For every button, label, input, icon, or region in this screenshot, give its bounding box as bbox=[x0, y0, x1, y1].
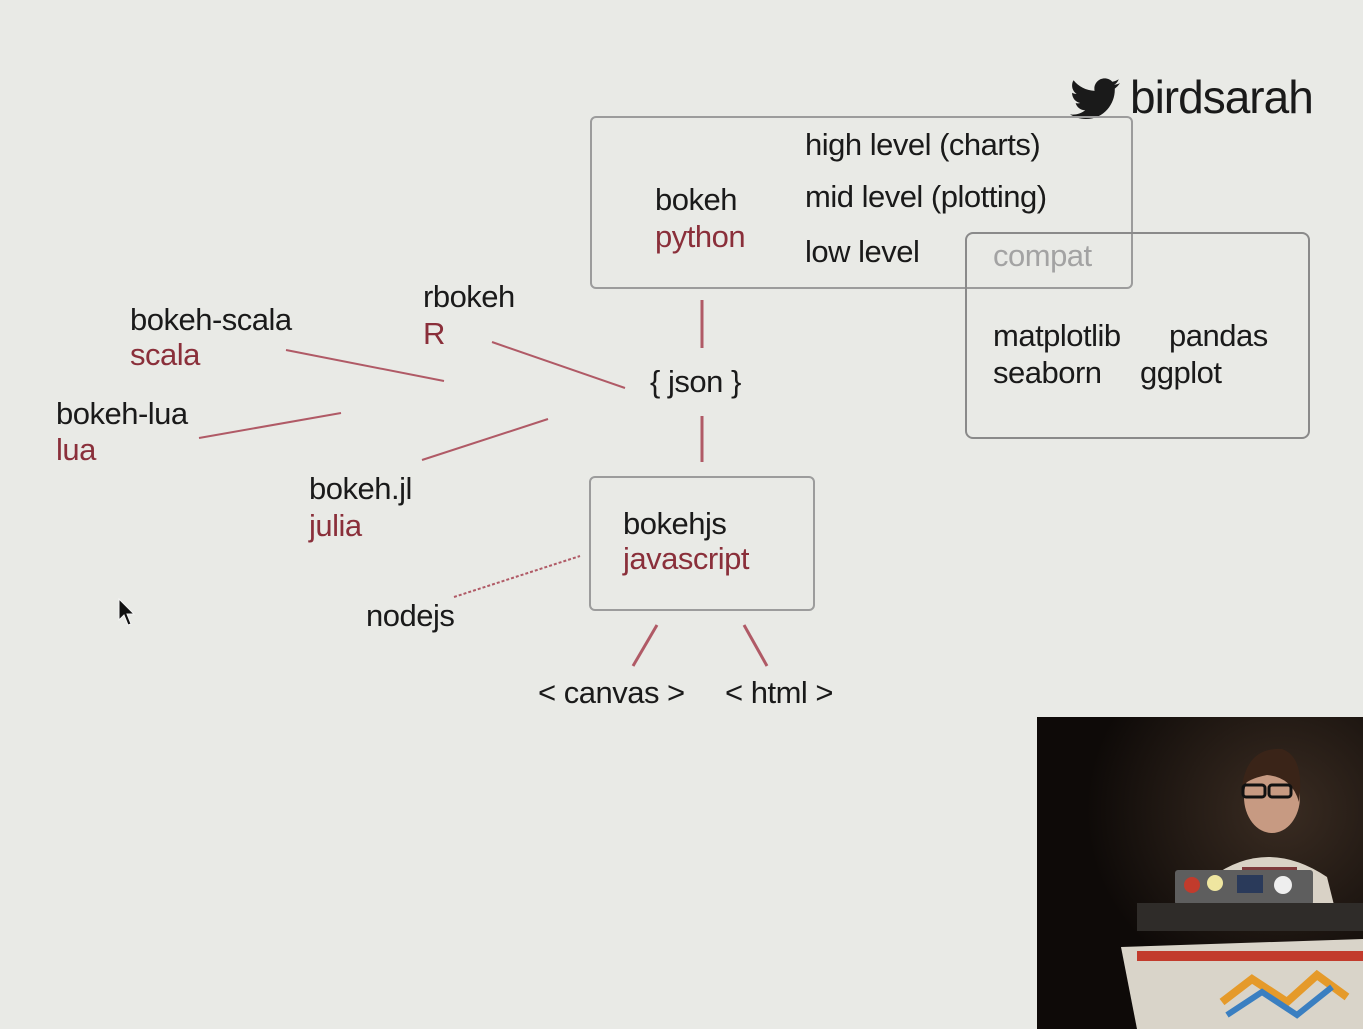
speaker-video-image bbox=[1037, 717, 1363, 1029]
bokehjs-name: bokehjs bbox=[623, 506, 727, 541]
bokeh-python-box bbox=[590, 116, 1133, 289]
compat-lib-ggplot: ggplot bbox=[1140, 355, 1222, 390]
compat-lib-seaborn: seaborn bbox=[993, 355, 1102, 390]
connector-rbokeh-json bbox=[491, 341, 626, 389]
speaker-video bbox=[1037, 717, 1363, 1029]
twitter-bird-icon bbox=[1070, 78, 1120, 119]
bokehjs-lang: javascript bbox=[623, 541, 749, 576]
output-canvas: < canvas > bbox=[538, 675, 685, 710]
binding-lua-name: bokeh-lua bbox=[56, 396, 188, 431]
compat-box bbox=[965, 232, 1310, 439]
output-html: < html > bbox=[725, 675, 834, 710]
bokeh-name: bokeh bbox=[655, 182, 737, 217]
compat-lib-matplotlib: matplotlib bbox=[993, 318, 1121, 353]
twitter-handle: birdsarah bbox=[1130, 71, 1314, 123]
mouse-pointer-icon bbox=[118, 598, 136, 626]
connector-nodejs bbox=[453, 555, 581, 598]
binding-lua-lang: lua bbox=[56, 432, 96, 467]
binding-rbokeh-lang: R bbox=[423, 316, 445, 351]
connector-canvas bbox=[631, 624, 659, 667]
json-label: { json } bbox=[650, 364, 741, 399]
compat-title: compat bbox=[993, 238, 1092, 273]
binding-rbokeh-name: rbokeh bbox=[423, 279, 515, 314]
level-high: high level (charts) bbox=[805, 127, 1041, 162]
bokeh-lang: python bbox=[655, 219, 746, 254]
connector-html bbox=[742, 624, 769, 667]
connector-scala bbox=[285, 349, 445, 382]
level-mid: mid level (plotting) bbox=[805, 179, 1047, 214]
binding-scala-lang: scala bbox=[130, 337, 200, 372]
connector-lua bbox=[198, 412, 342, 439]
binding-julia-name: bokeh.jl bbox=[309, 471, 412, 506]
binding-scala-name: bokeh-scala bbox=[130, 302, 292, 337]
bokehjs-box bbox=[589, 476, 815, 611]
binding-julia-lang: julia bbox=[309, 508, 362, 543]
nodejs-label: nodejs bbox=[366, 598, 455, 633]
compat-lib-pandas: pandas bbox=[1169, 318, 1268, 353]
connector-julia bbox=[421, 418, 549, 461]
level-low: low level bbox=[805, 234, 920, 269]
